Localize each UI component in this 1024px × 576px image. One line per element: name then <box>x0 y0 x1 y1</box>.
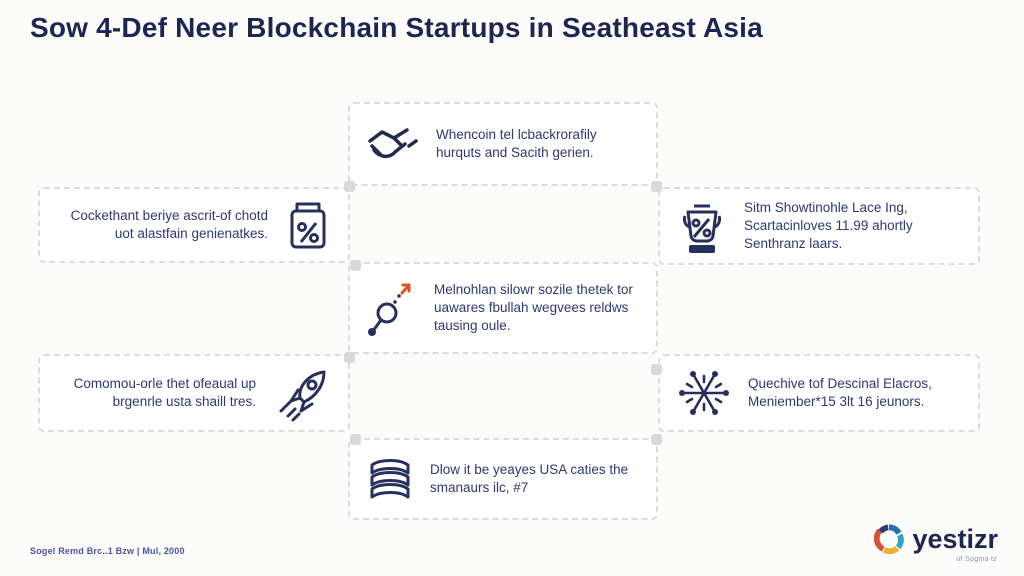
connector-dot <box>651 364 662 375</box>
connector-dot <box>344 181 355 192</box>
page-title: Sow 4-Def Neer Blockchain Startups in Se… <box>30 12 763 43</box>
card-text: Sitm Showtinohle Lace Ing, Scartacinlove… <box>744 199 913 252</box>
card-middle-center: Melnohlan silowr sozile thetek tor uawar… <box>348 262 658 354</box>
card-right-upper: Sitm Showtinohle Lace Ing, Scartacinlove… <box>658 187 980 265</box>
card-text: Melnohlan silowr sozile thetek tor uawar… <box>434 281 633 334</box>
card-text: Dlow it be yeayes USA caties the smanaur… <box>430 461 629 495</box>
connector-dot <box>651 434 662 445</box>
snowflake-network-icon <box>674 362 734 424</box>
kettle-percent-icon <box>674 196 730 256</box>
brand-name: yestizr <box>912 523 998 554</box>
source-note: Sogel Remd Brc..1 Bzw | Mul, 2000 <box>30 546 185 556</box>
card-left-upper: Cockethant beriye ascrit-of chotd uot al… <box>38 187 350 263</box>
magnifier-arrow-icon <box>364 277 420 339</box>
connector-dot <box>350 260 361 271</box>
rocket-icon <box>270 364 334 422</box>
card-text: Whencoin tel lcbackrorafily hurquts and … <box>436 126 597 160</box>
card-text: Cockethant beriye ascrit-of chotd uot al… <box>70 207 268 241</box>
card-text: Comomou-orle thet ofeaual up brgenrle us… <box>73 375 256 409</box>
connector-dot <box>350 434 361 445</box>
card-left-lower: Comomou-orle thet ofeaual up brgenrle us… <box>38 354 350 432</box>
card-right-lower: Quechive tof Descinal Elacros, Meniember… <box>658 354 980 432</box>
brand-tagline: of Sogma tz <box>956 556 997 563</box>
jar-percent-icon <box>282 196 334 254</box>
brand-logo: yestizr <box>874 524 998 554</box>
connector-dot <box>651 181 662 192</box>
book-stack-icon <box>364 451 416 507</box>
handshake-icon <box>364 119 422 169</box>
card-top-center: Whencoin tel lcbackrorafily hurquts and … <box>348 102 658 186</box>
connector-dot <box>344 352 355 363</box>
card-text: Quechive tof Descinal Elacros, Meniember… <box>748 375 932 409</box>
brand-pie-icon <box>874 524 905 554</box>
card-bottom-center: Dlow it be yeayes USA caties the smanaur… <box>348 438 658 520</box>
